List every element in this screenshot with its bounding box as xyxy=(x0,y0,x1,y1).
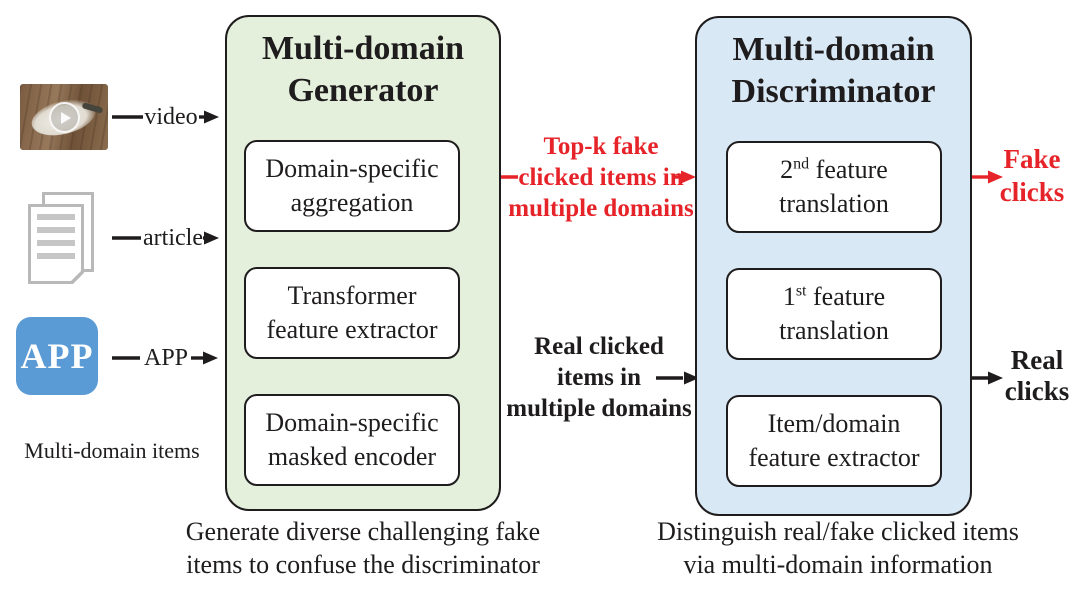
fake-items-line2: clicked items in xyxy=(518,164,684,191)
real-clicks-arrowhead-icon xyxy=(988,371,1003,385)
real-clicks-label: Real clicks xyxy=(1005,345,1070,407)
play-triangle-icon xyxy=(61,111,71,124)
play-icon xyxy=(49,102,80,133)
node-line: translation xyxy=(779,316,889,345)
real-items-label: Real clicked items in multiple domains xyxy=(506,331,691,424)
node-domain-specific-aggregation: Domain-specific aggregation xyxy=(244,140,460,232)
article-label: article xyxy=(143,225,203,251)
ordinal: 1 xyxy=(782,282,796,311)
fake-items-line1: Top-k fake xyxy=(543,133,659,160)
generator-caption-line1: Generate diverse challenging fake xyxy=(185,517,541,546)
generator-caption-line2: items to confuse the discriminator xyxy=(186,550,540,579)
node-1st-feature-translation: 1st feature translation xyxy=(726,268,942,360)
article-text-bar xyxy=(37,253,75,259)
fake-clicks-label: Fake clicks xyxy=(1000,143,1065,209)
discriminator-panel: Multi-domain Discriminator 2nd feature t… xyxy=(695,16,972,516)
node-line: feature extractor xyxy=(748,443,920,472)
page-fold-inner xyxy=(73,273,84,284)
app-icon-text: APP xyxy=(20,336,94,376)
generator-panel: Multi-domain Generator Domain-specific a… xyxy=(225,15,501,511)
fake-items-label: Top-k fake clicked items in multiple dom… xyxy=(508,131,693,224)
article-text-bar xyxy=(37,240,75,246)
real-items-line3: multiple domains xyxy=(506,395,692,422)
generator-title: Multi-domain Generator xyxy=(227,28,499,112)
real-items-line2: items in xyxy=(556,364,642,391)
discriminator-title-line1: Multi-domain xyxy=(732,31,935,68)
article-arrowhead-icon xyxy=(204,231,219,245)
node-line: aggregation xyxy=(290,188,414,217)
node-text: feature xyxy=(809,155,888,184)
fake-items-line3: multiple domains xyxy=(508,195,694,222)
discriminator-title: Multi-domain Discriminator xyxy=(697,29,970,113)
node-line: 2nd feature xyxy=(728,153,940,187)
node-line: Item/domain xyxy=(767,409,901,438)
ordinal-suffix: nd xyxy=(793,155,810,173)
app-label: APP xyxy=(143,345,189,371)
node-line: masked encoder xyxy=(267,442,437,471)
node-line: feature extractor xyxy=(266,315,438,344)
generator-caption: Generate diverse challenging fake items … xyxy=(186,515,540,581)
node-line: Domain-specific xyxy=(265,154,439,183)
discriminator-title-line2: Discriminator xyxy=(731,73,936,110)
multi-domain-items-caption: Multi-domain items xyxy=(24,438,200,463)
real-items-line1: Real clicked xyxy=(534,333,664,360)
node-transformer-feature-extractor: Transformer feature extractor xyxy=(244,267,460,359)
generator-title-line1: Multi-domain xyxy=(261,30,465,67)
node-text: feature xyxy=(806,282,886,311)
node-2nd-feature-translation: 2nd feature translation xyxy=(726,141,942,233)
app-arrowhead-icon xyxy=(203,351,218,365)
generator-title-line2: Generator xyxy=(287,72,439,109)
video-arrowhead-icon xyxy=(204,110,219,124)
real-clicks-line2: clicks xyxy=(1004,376,1070,406)
discriminator-caption-line2: via multi-domain information xyxy=(683,550,993,579)
ordinal: 2 xyxy=(780,155,794,184)
node-item-domain-feature-extractor: Item/domain feature extractor xyxy=(726,395,942,487)
video-thumbnail xyxy=(20,84,108,150)
node-line: Transformer xyxy=(287,281,417,310)
node-line: Domain-specific xyxy=(265,408,439,437)
discriminator-caption: Distinguish real/fake clicked items via … xyxy=(657,515,1019,581)
real-clicks-line1: Real xyxy=(1010,345,1064,375)
article-text-bar xyxy=(37,227,75,233)
fake-clicks-line2: clicks xyxy=(999,177,1065,207)
article-text-bar xyxy=(37,214,75,220)
article-icon xyxy=(28,192,98,284)
discriminator-caption-line1: Distinguish real/fake clicked items xyxy=(657,517,1019,546)
node-line: translation xyxy=(779,189,889,218)
article-front-page xyxy=(28,204,84,284)
video-label: video xyxy=(144,104,198,130)
fake-clicks-line1: Fake xyxy=(1003,144,1061,174)
app-icon: APP xyxy=(16,317,98,395)
ordinal-suffix: st xyxy=(795,282,807,300)
node-line: 1st feature xyxy=(728,280,940,314)
node-domain-specific-masked-encoder: Domain-specific masked encoder xyxy=(244,394,460,486)
